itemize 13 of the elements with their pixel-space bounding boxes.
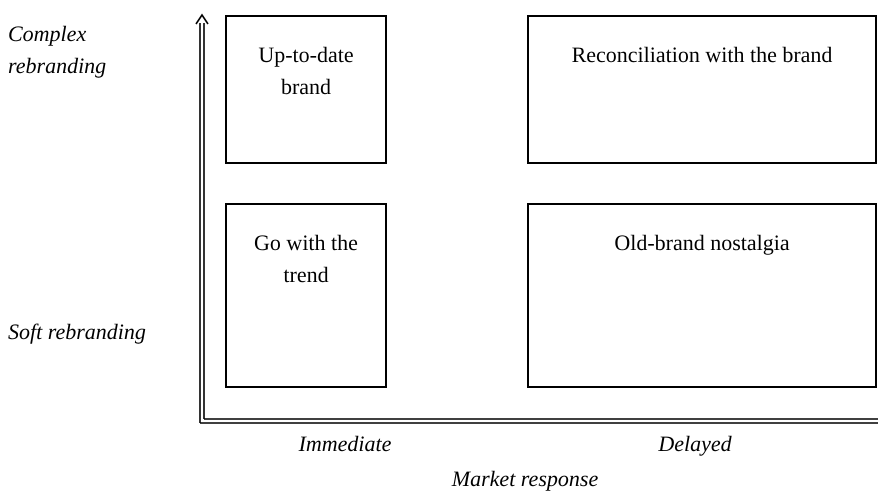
quadrant-label: Old-brand nostalgia [614, 229, 790, 257]
quadrant-box [225, 203, 387, 388]
quadrant-label: Go with the trend [253, 229, 359, 289]
axis-label: Complex rebranding [8, 20, 108, 80]
axis-label: Immediate [298, 430, 392, 458]
quadrant-box [527, 203, 877, 388]
quadrant-box [527, 15, 877, 164]
axis-label: Soft rebranding [8, 318, 147, 346]
quadrant-label: Up-to-date brand [257, 41, 355, 101]
quadrant-label: Reconciliation with the brand [572, 41, 832, 69]
axis-label: Delayed [657, 430, 733, 458]
quadrant-box [225, 15, 387, 164]
axis-label: Market response [450, 465, 600, 493]
